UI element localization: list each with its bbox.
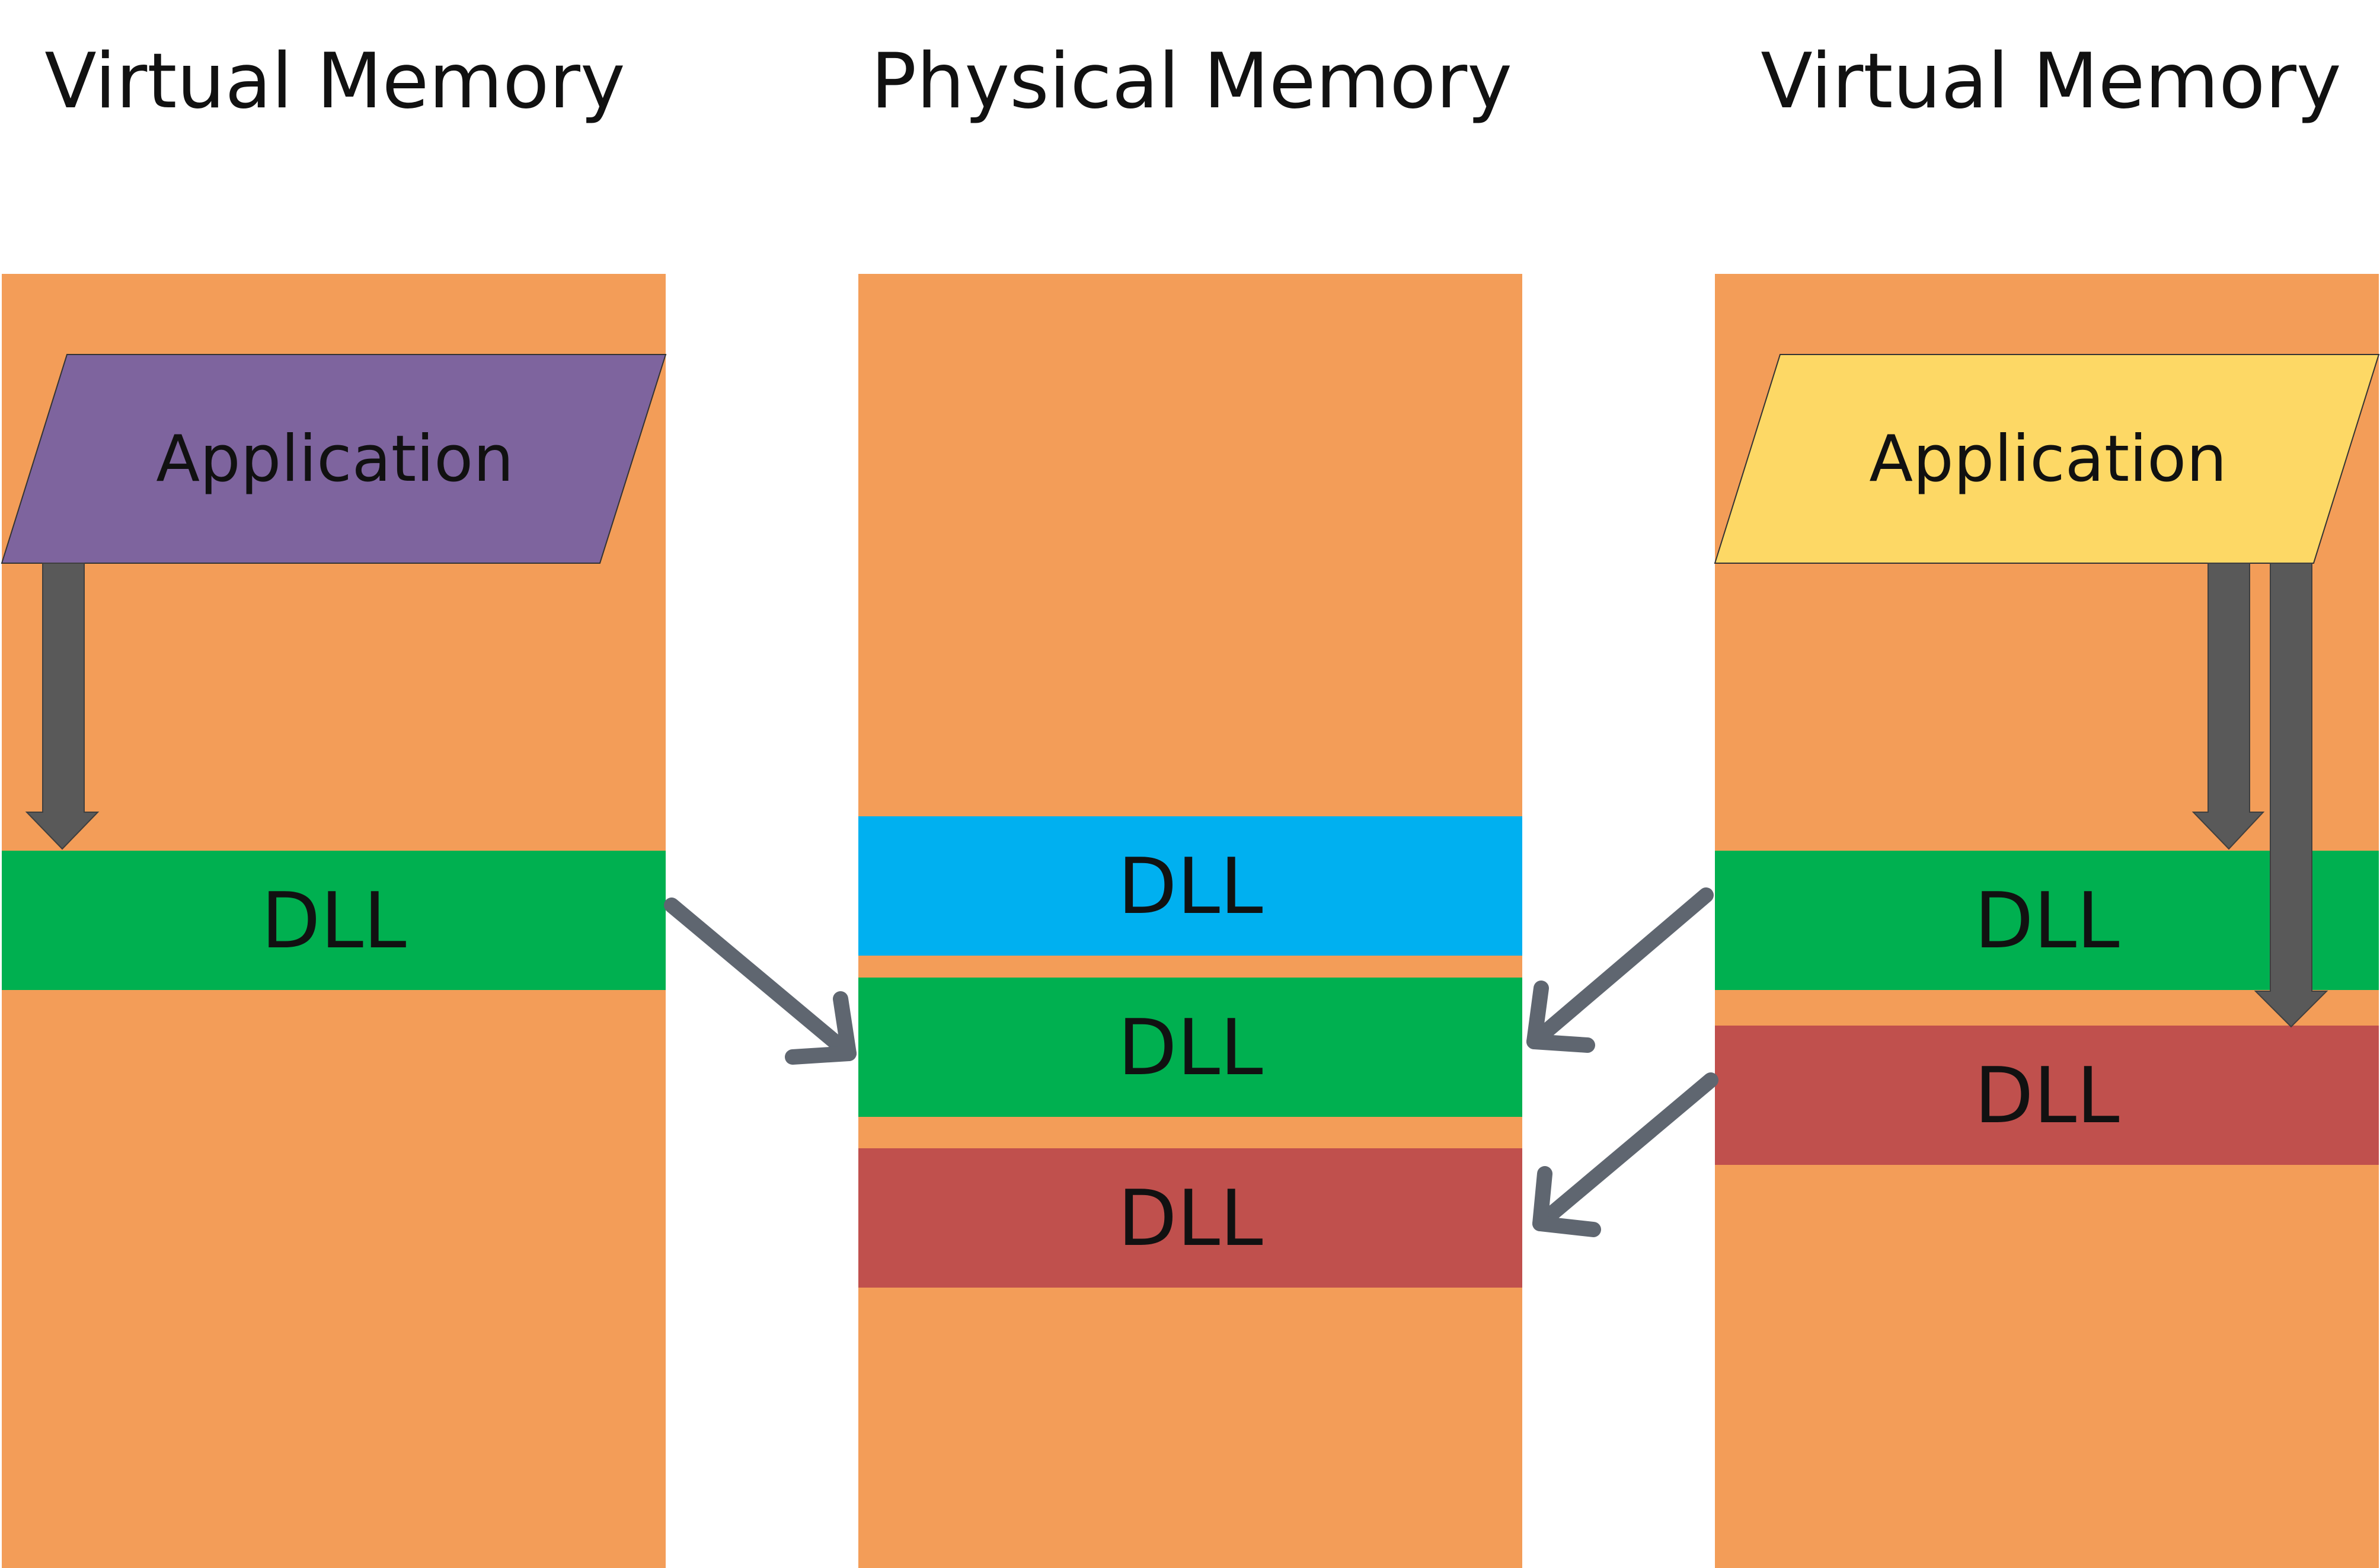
- left-dll-label: DLL: [261, 875, 407, 966]
- physical-memory-title: Physical Memory: [871, 37, 1512, 126]
- left-application-label: Application: [156, 421, 514, 496]
- right-dll-red-label: DLL: [1974, 1050, 2120, 1141]
- right-dll-green-block: DLL: [1715, 851, 2379, 990]
- right-red-mapping-arrow: [1532, 1072, 1718, 1237]
- physical-memory-column: DLL DLL DLL: [858, 274, 1522, 1568]
- physical-dll-green-label: DLL: [1117, 1002, 1263, 1093]
- right-dll-green-label: DLL: [1974, 875, 2120, 966]
- left-mapping-arrow: [664, 898, 857, 1065]
- physical-dll-blue-label: DLL: [1117, 841, 1263, 931]
- right-green-mapping-arrow: [1526, 887, 1714, 1053]
- physical-dll-blue-block: DLL: [858, 816, 1522, 956]
- left-dll-block: DLL: [2, 851, 666, 990]
- right-application-label: Application: [1869, 421, 2227, 496]
- right-dll-red-block: DLL: [1715, 1026, 2379, 1165]
- physical-dll-red-block: DLL: [858, 1148, 1522, 1288]
- physical-dll-green-block: DLL: [858, 978, 1522, 1117]
- left-virtual-memory-title: Virtual Memory: [44, 37, 625, 126]
- right-virtual-memory-title: Virtual Memory: [1761, 37, 2341, 126]
- physical-dll-red-label: DLL: [1117, 1173, 1263, 1263]
